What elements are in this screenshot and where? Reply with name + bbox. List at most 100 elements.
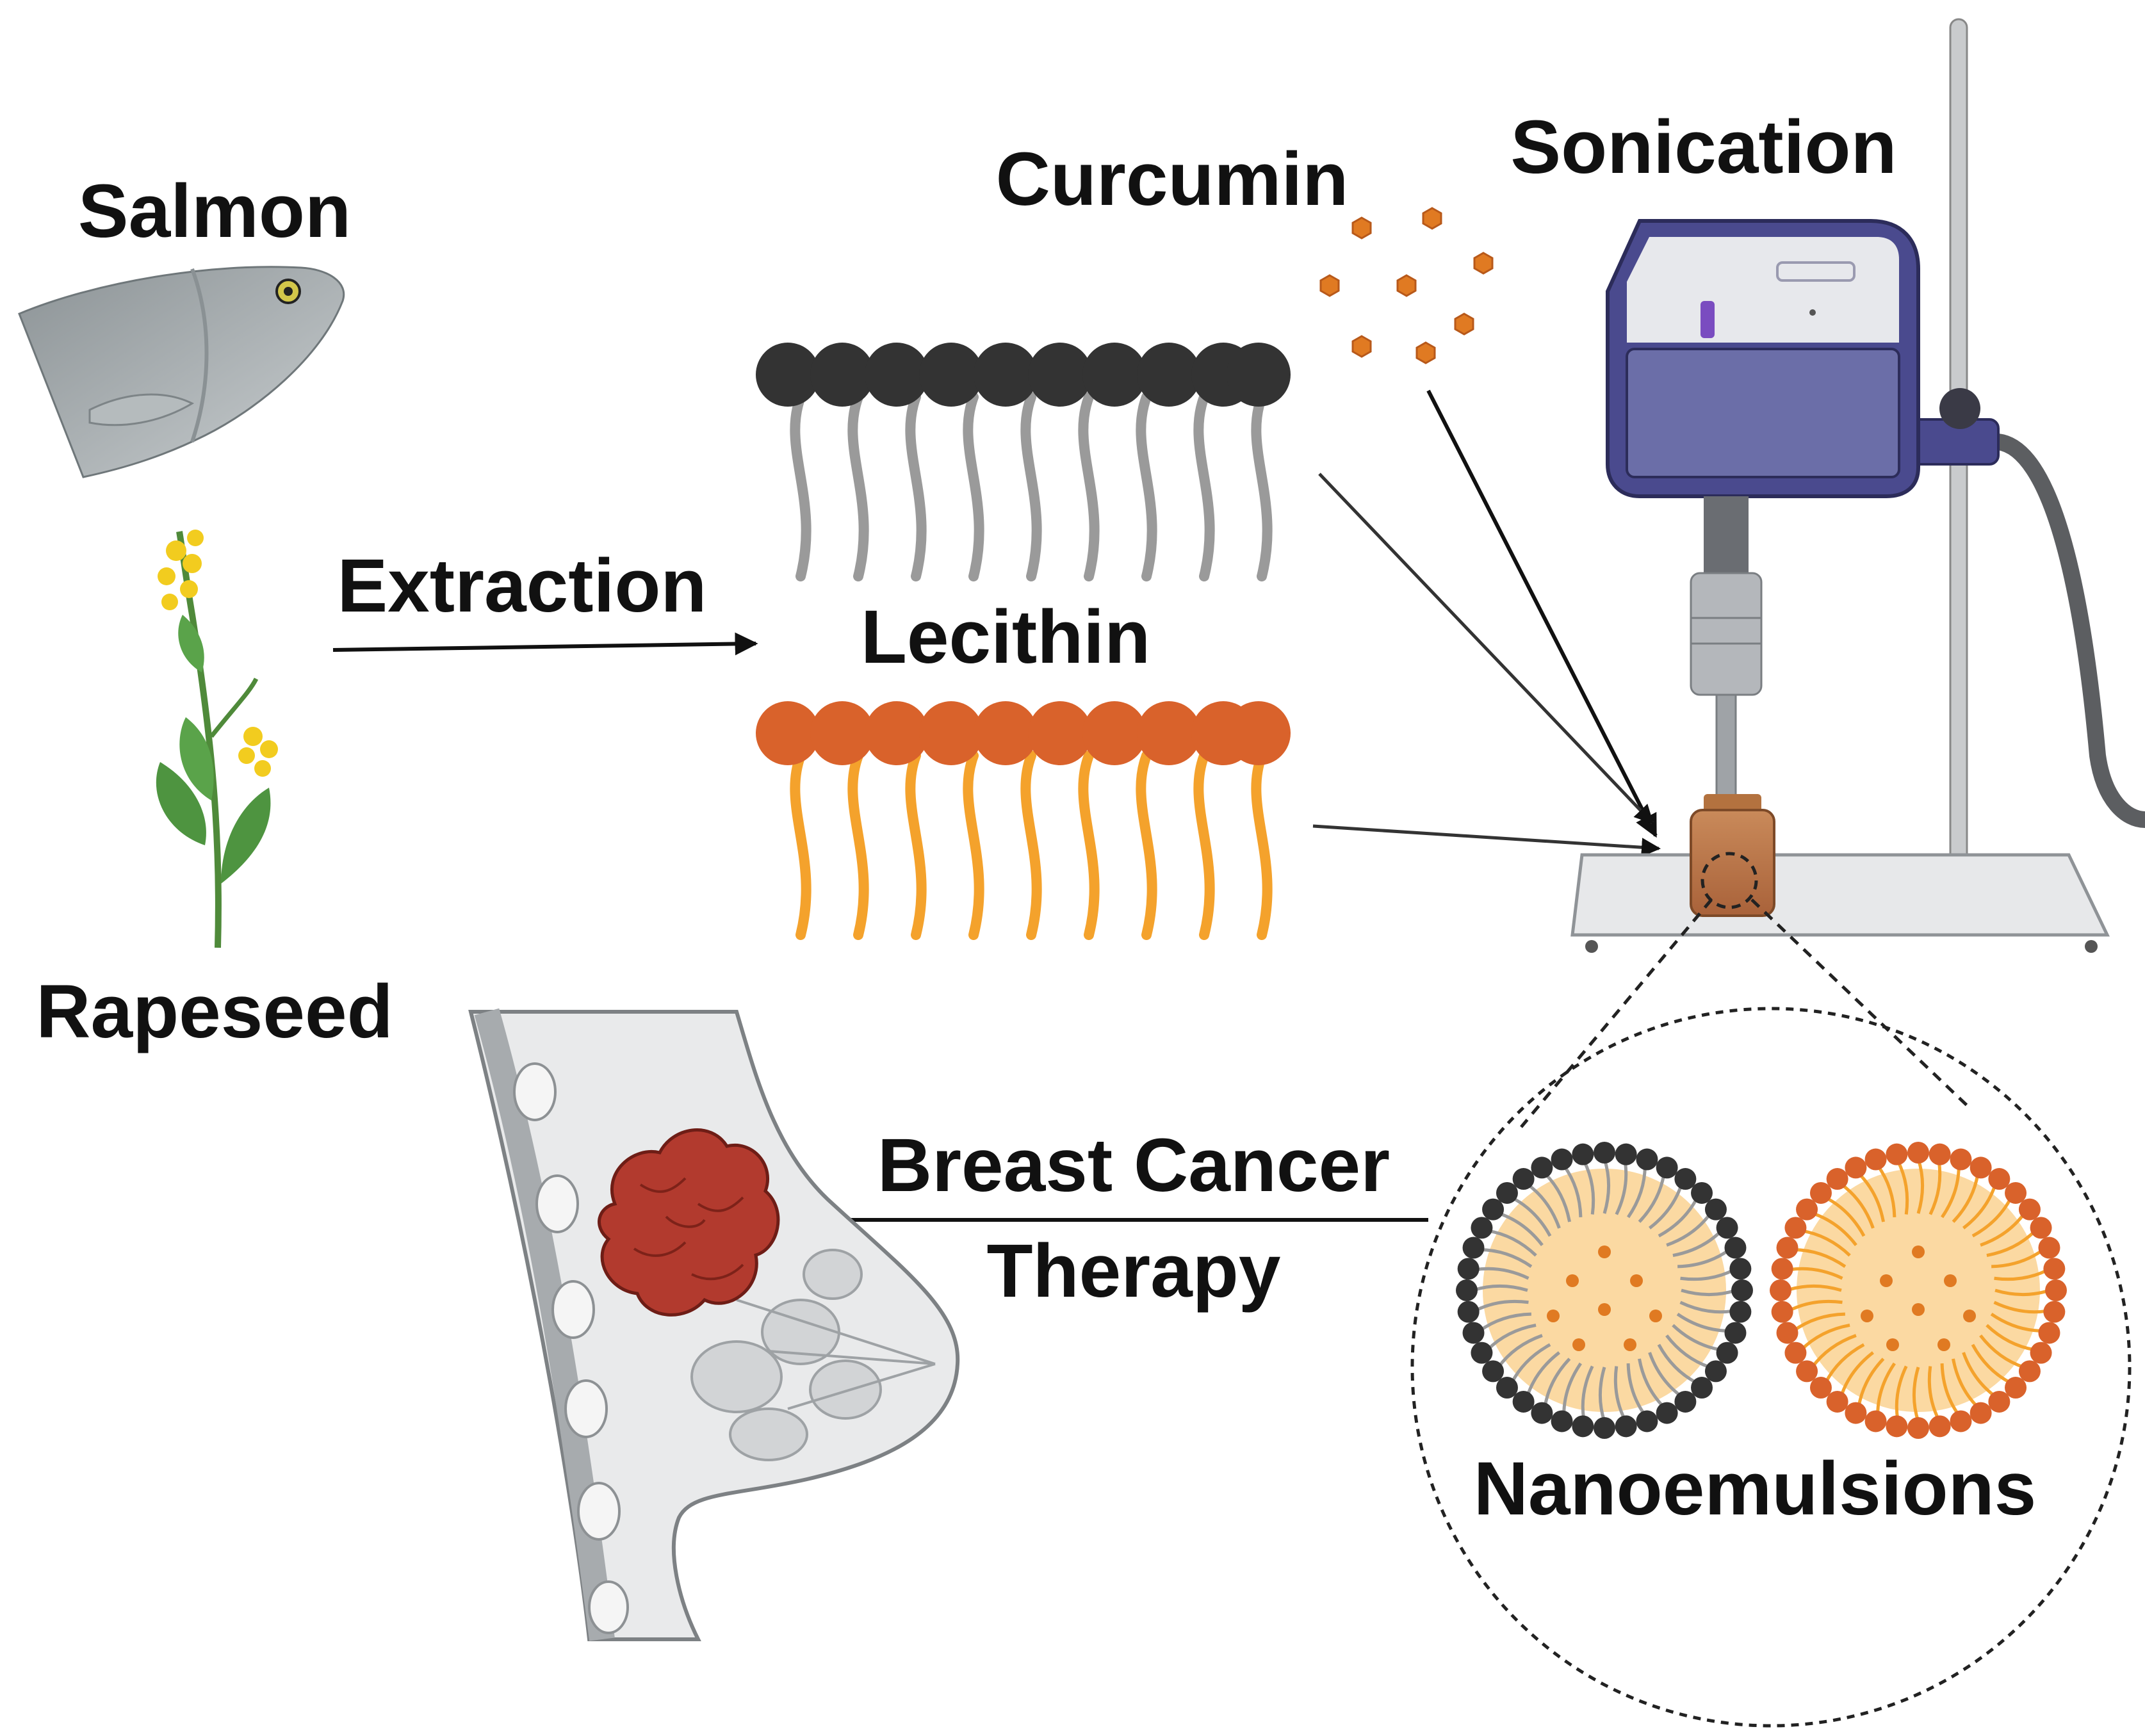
droplet-tail [1811,1212,1857,1246]
droplet-tail [1543,1358,1571,1408]
droplet-tail [1986,1229,2037,1257]
droplet-head [1462,1237,1485,1259]
droplet-head [1776,1237,1798,1259]
droplet-head [1731,1279,1753,1301]
rapeseed-label: Rapeseed [36,969,393,1054]
droplet-tail [1666,1212,1712,1247]
droplet-tail [1598,1367,1606,1422]
lecithin-dark-leaflet [756,343,1291,581]
droplet-head [1845,1402,1867,1424]
droplet-head [2018,1360,2041,1383]
encapsulated-curcumin [1886,1338,1899,1351]
therapy-label-line2: Therapy [986,1229,1280,1313]
curcumin-molecules [1319,207,1494,364]
sonicator-icon [1570,18,2145,953]
droplet-tail [1510,1196,1552,1237]
droplet-tail [1800,1229,1851,1257]
droplet-tail [1990,1313,2043,1333]
droplet-head [1770,1279,1791,1301]
droplet-head [1457,1301,1480,1323]
droplet-tail [1788,1267,1843,1280]
droplet-tail [1526,1351,1560,1397]
droplet-tail [1941,1165,1961,1219]
droplet-head [1674,1390,1697,1413]
droplet-head [1456,1279,1478,1301]
droplet-tail [1980,1212,2026,1247]
droplet-tail [1480,1248,1533,1268]
therapy-label-line1: Breast Cancer [877,1123,1390,1208]
droplet-tail [1986,1324,2036,1352]
droplet-head [1929,1143,1951,1165]
droplet-head [1796,1360,1818,1383]
droplet-tail [1792,1312,1845,1333]
tumor-icon [598,1128,780,1317]
droplet-tail [1952,1358,1979,1409]
droplet-tail [1603,1158,1611,1214]
droplet-tail [1962,1183,1997,1229]
droplet-head [1512,1168,1535,1190]
droplet-tail [1472,1284,1528,1292]
droplet-head [1796,1198,1818,1221]
rapeseed-plant-icon [156,530,278,948]
droplet-tail [1681,1288,1736,1297]
droplet-tail [1487,1229,1537,1257]
droplet-head [2005,1181,2027,1204]
droplet-tail [1615,1160,1628,1215]
droplet-tail [1478,1312,1531,1333]
curcumin-to-vial-arrow [1426,389,1658,838]
droplet-tail [1912,1367,1920,1422]
droplet-tail [1840,1183,1875,1229]
droplet-tail [1895,1365,1908,1420]
droplet-head [1826,1168,1848,1190]
encapsulated-curcumin [1944,1274,1957,1287]
droplet-head [1496,1181,1518,1204]
droplet-tail [1648,1352,1683,1398]
droplet-head [1615,1415,1637,1438]
droplet-tail [1839,1351,1874,1397]
droplet-tail [1927,1366,1941,1421]
droplet-tail [1613,1366,1627,1421]
droplet-tail [1952,1172,1980,1223]
droplet-head [1784,1342,1807,1364]
droplet-tail [1916,1158,1925,1214]
droplet-tail [1626,1363,1647,1416]
droplet-tail [1800,1324,1850,1351]
encapsulated-curcumin [1963,1310,1976,1322]
droplet-tail [1994,1268,2049,1281]
droplet-tail [1657,1343,1699,1385]
droplet-tail [1786,1284,1842,1292]
droplet-head [1771,1258,1793,1280]
droplet-tail [1823,1343,1865,1384]
encapsulated-curcumin [1598,1245,1611,1258]
droplet-tail [1627,1165,1647,1219]
droplet-tail [1677,1248,1731,1269]
droplet-head [1950,1410,1972,1432]
encapsulated-curcumin [1912,1303,1925,1316]
droplet-tail [1680,1268,1735,1281]
droplet-head [1970,1402,1992,1424]
droplet-head [2030,1217,2052,1239]
droplet-tail [1979,1334,2025,1369]
droplet-head [1636,1410,1658,1432]
encapsulated-curcumin [1566,1274,1579,1287]
encapsulated-curcumin [1572,1338,1585,1351]
droplet-head [1512,1390,1535,1413]
droplet-core [1797,1169,2040,1412]
droplet-head [1482,1360,1505,1383]
droplet-tail [1562,1362,1582,1415]
sonication-label: Sonication [1510,105,1896,190]
droplet-head [1704,1198,1727,1221]
droplet-head [1864,1148,1887,1171]
droplet-tail [1562,1164,1583,1217]
droplet-tail [1474,1267,1529,1280]
encapsulated-curcumin [1649,1310,1662,1322]
droplet-tail [1486,1324,1537,1351]
encapsulated-curcumin [1880,1274,1893,1287]
droplet-head [1572,1143,1594,1165]
extraction-arrow [332,632,758,656]
droplet-head [2045,1279,2067,1301]
droplet-tail [1672,1229,1723,1257]
encapsulated-curcumin [1861,1310,1873,1322]
droplet-tail [1544,1172,1571,1222]
